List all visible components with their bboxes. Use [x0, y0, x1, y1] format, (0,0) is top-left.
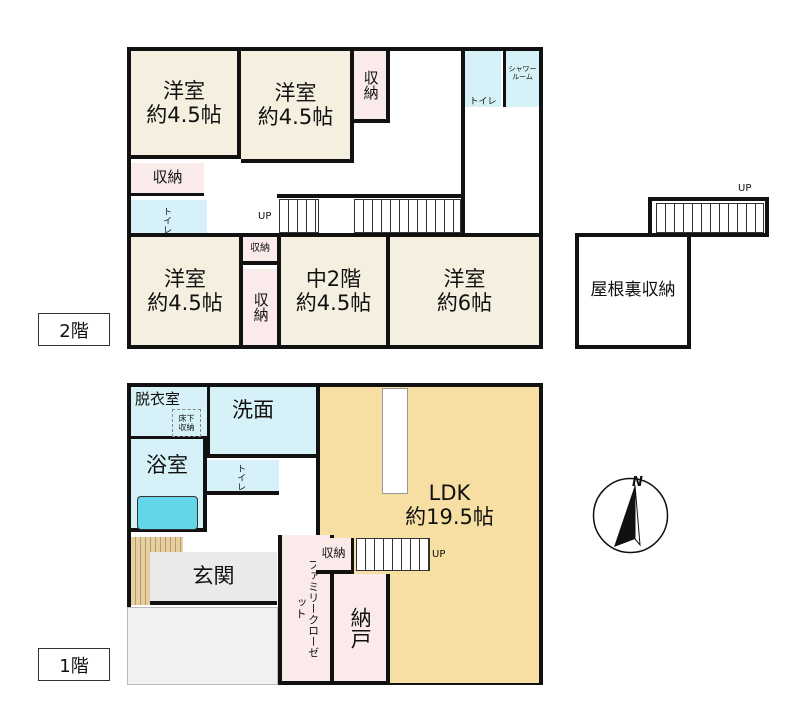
room-name: トイレ [469, 96, 497, 107]
wall [277, 194, 465, 198]
dressing-room: 脱衣室 [131, 387, 207, 439]
room-name: ファミリークローゼット [294, 558, 320, 658]
wall [386, 51, 390, 123]
room-name: 屋根裏収納 [590, 280, 676, 301]
bathtub [137, 496, 198, 530]
nando: 納戸 [334, 574, 390, 685]
toilet-2f-lower: トイレ [131, 200, 207, 234]
compass-north-label: N [632, 475, 643, 490]
storage-2f-3: 収納 [243, 237, 277, 265]
room-name: 納戸 [348, 606, 373, 649]
storage-2f-1: 収納 [354, 51, 390, 123]
room-western-2f-3: 洋室約4.5帖 [131, 237, 243, 345]
room-name: 洋室 [443, 266, 486, 291]
room-size: 約4.5帖 [295, 291, 372, 315]
toilet-2f-upper: トイレ [465, 51, 501, 107]
wall [461, 51, 465, 236]
compass-icon [592, 477, 669, 554]
room-name: 洋室 [274, 80, 317, 105]
staircase-2f-1 [279, 199, 319, 233]
attic-storage: 屋根裏収納 [575, 233, 691, 349]
room-western-2f-6: 洋室約6帖 [390, 237, 539, 345]
staircase-2f-2 [354, 199, 461, 233]
storage-1f: 収納 [316, 538, 354, 574]
room-name: 浴室 [146, 453, 188, 477]
toilet-1f: トイレ [207, 460, 279, 495]
wall [127, 233, 543, 237]
room-name: 脱衣室 [135, 390, 181, 408]
floor2-label: 2階 [38, 313, 110, 346]
room-western-2f-2: 洋室約4.5帖 [241, 51, 354, 163]
storage-2f-2: 収納 [131, 163, 204, 196]
attic-staircase [656, 203, 764, 233]
room-western-2f-1: 洋室約4.5帖 [131, 51, 241, 159]
washroom: 洗面 [207, 387, 316, 458]
up-label-2f: UP [258, 211, 272, 222]
room-name: 洗面 [232, 398, 274, 423]
entrance: 玄関 [150, 552, 277, 605]
underfloor-storage: 床下収納 [172, 409, 201, 437]
porch [127, 607, 278, 685]
shower-room: シャワールーム [503, 51, 539, 107]
room-name: 洋室 [163, 78, 205, 103]
floor1-label: 1階 [38, 648, 110, 681]
room-size: 約4.5帖 [147, 291, 223, 315]
room-mezzanine: 中2階約4.5帖 [277, 237, 390, 345]
up-label-1f: UP [432, 549, 446, 560]
room-name: LDK [428, 480, 471, 505]
compass: N [592, 475, 669, 554]
kitchen-counter [382, 388, 408, 494]
room-name: 床下収納 [178, 413, 195, 432]
room-size: 約19.5帖 [405, 505, 494, 529]
attic-up-label: UP [738, 183, 752, 194]
storage-2f-4: 収納 [243, 269, 277, 345]
room-size: 約4.5帖 [257, 105, 334, 129]
attic-stair-area [648, 197, 769, 237]
room-size: 約4.5帖 [146, 103, 222, 127]
room-name: シャワールーム [508, 65, 537, 82]
staircase-1f [356, 538, 430, 571]
room-size: 約6帖 [436, 291, 493, 315]
room-name: 玄関 [192, 564, 235, 589]
room-name: 洋室 [164, 266, 206, 291]
room-name: 中2階 [305, 266, 362, 291]
